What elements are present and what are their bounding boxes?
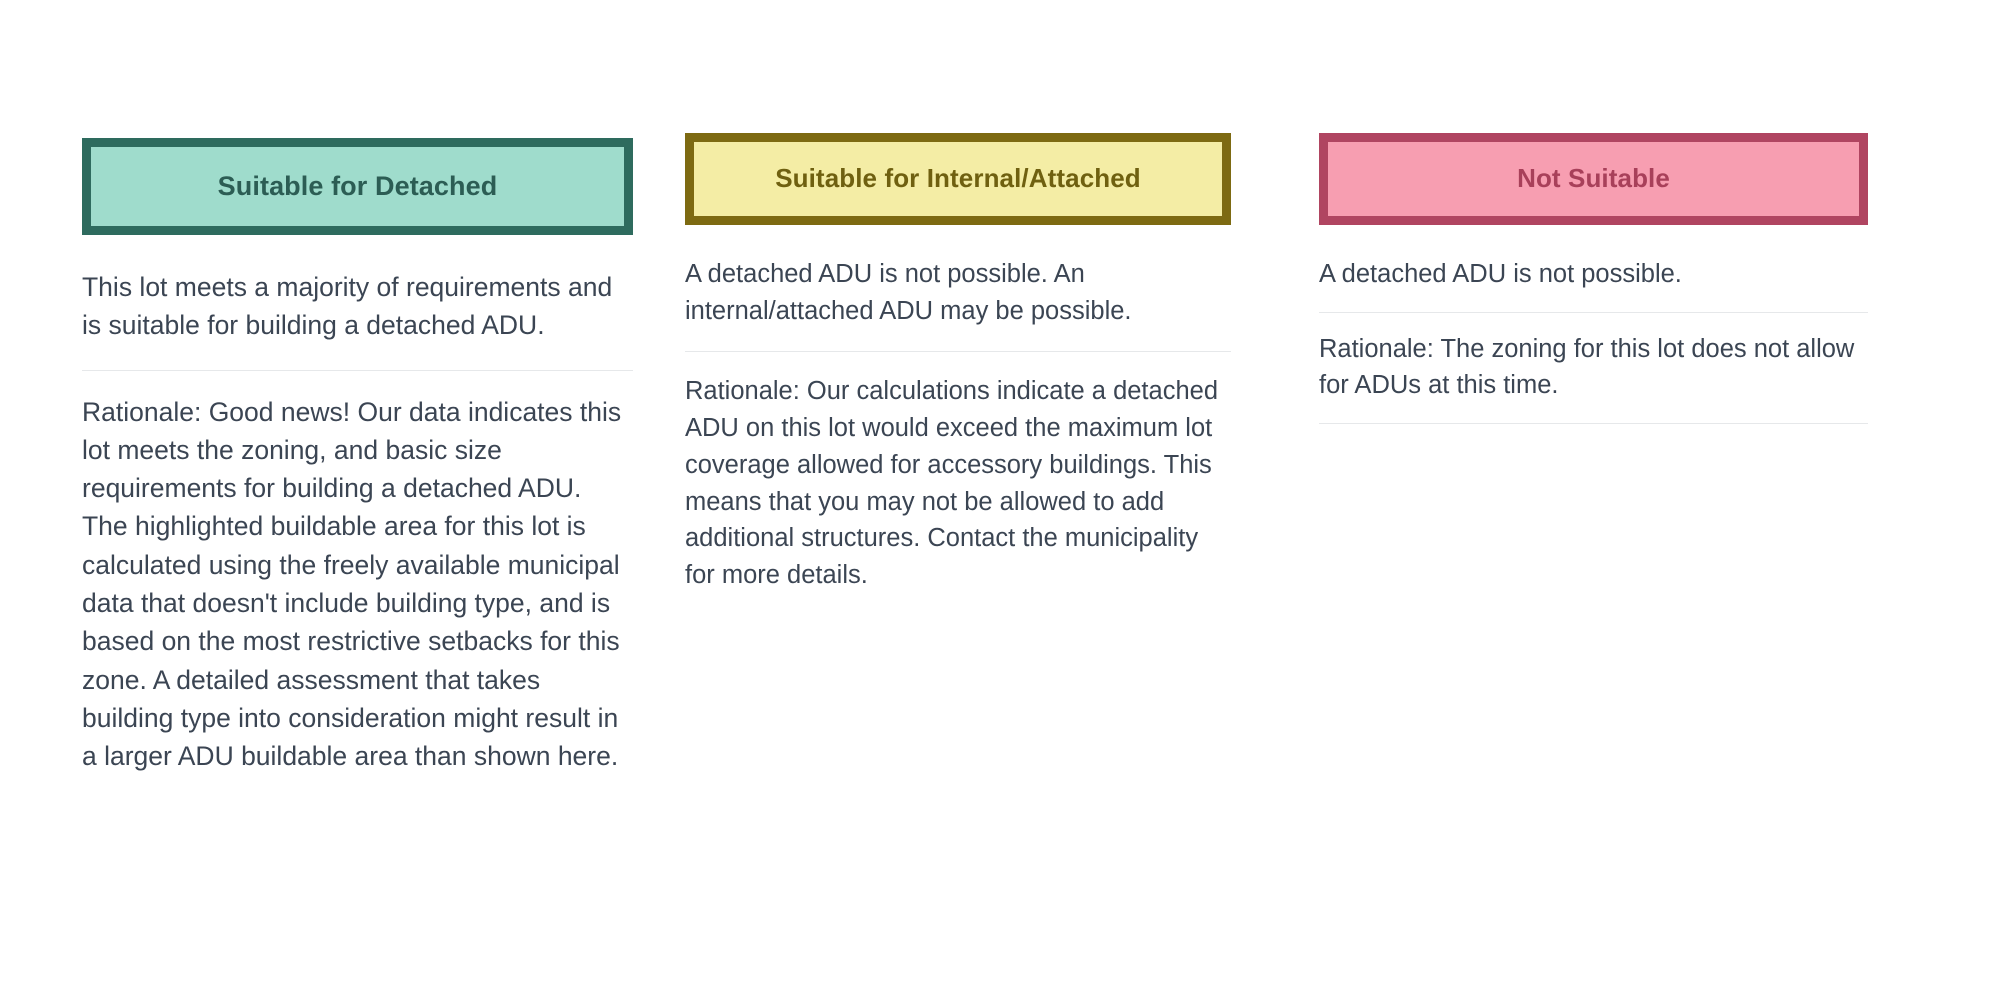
status-badge-suitable-for-detached: Suitable for Detached xyxy=(82,138,633,235)
status-badge-not-suitable: Not Suitable xyxy=(1319,133,1868,225)
spacer xyxy=(1319,404,1868,423)
summary-text: A detached ADU is not possible. xyxy=(1319,260,1682,288)
spacer xyxy=(685,352,1231,373)
spacer xyxy=(82,371,633,393)
spacer xyxy=(685,329,1231,351)
summary-text: This lot meets a majority of requirement… xyxy=(82,272,613,341)
spacer xyxy=(1319,293,1868,312)
spacer xyxy=(1319,313,1868,331)
legend-column-suitable-for-detached: Suitable for Detached This lot meets a m… xyxy=(0,0,634,775)
section-divider xyxy=(82,369,633,371)
section-divider xyxy=(685,351,1231,353)
legend-column-group: Suitable for Detached This lot meets a m… xyxy=(0,0,1882,775)
section-divider xyxy=(1319,311,1868,313)
legend-body-suitable-for-detached: This lot meets a majority of requirement… xyxy=(82,235,633,775)
legend-body-not-suitable: A detached ADU is not possible. Rational… xyxy=(1319,225,1868,425)
summary-text: A detached ADU is not possible. An inter… xyxy=(685,260,1132,325)
rationale-text: Rationale: The zoning for this lot does … xyxy=(1319,334,1855,400)
spacer xyxy=(82,345,633,370)
rationale-text: Rationale: Our calculations indicate a d… xyxy=(685,377,1218,590)
legend-column-suitable-for-internal-attached: Suitable for Internal/Attached A detache… xyxy=(634,0,1262,594)
status-badge-label: Suitable for Internal/Attached xyxy=(775,163,1141,194)
section-divider-trailing xyxy=(1319,423,1868,425)
legend-column-not-suitable: Not Suitable A detached ADU is not possi… xyxy=(1262,0,1882,425)
status-badge-label: Suitable for Detached xyxy=(217,171,498,202)
status-badge-suitable-for-internal-attached: Suitable for Internal/Attached xyxy=(685,133,1231,225)
legend-body-suitable-for-internal-attached: A detached ADU is not possible. An inter… xyxy=(685,225,1231,594)
rationale-text: Rationale: Good news! Our data indicates… xyxy=(82,396,622,772)
status-badge-label: Not Suitable xyxy=(1517,163,1670,194)
